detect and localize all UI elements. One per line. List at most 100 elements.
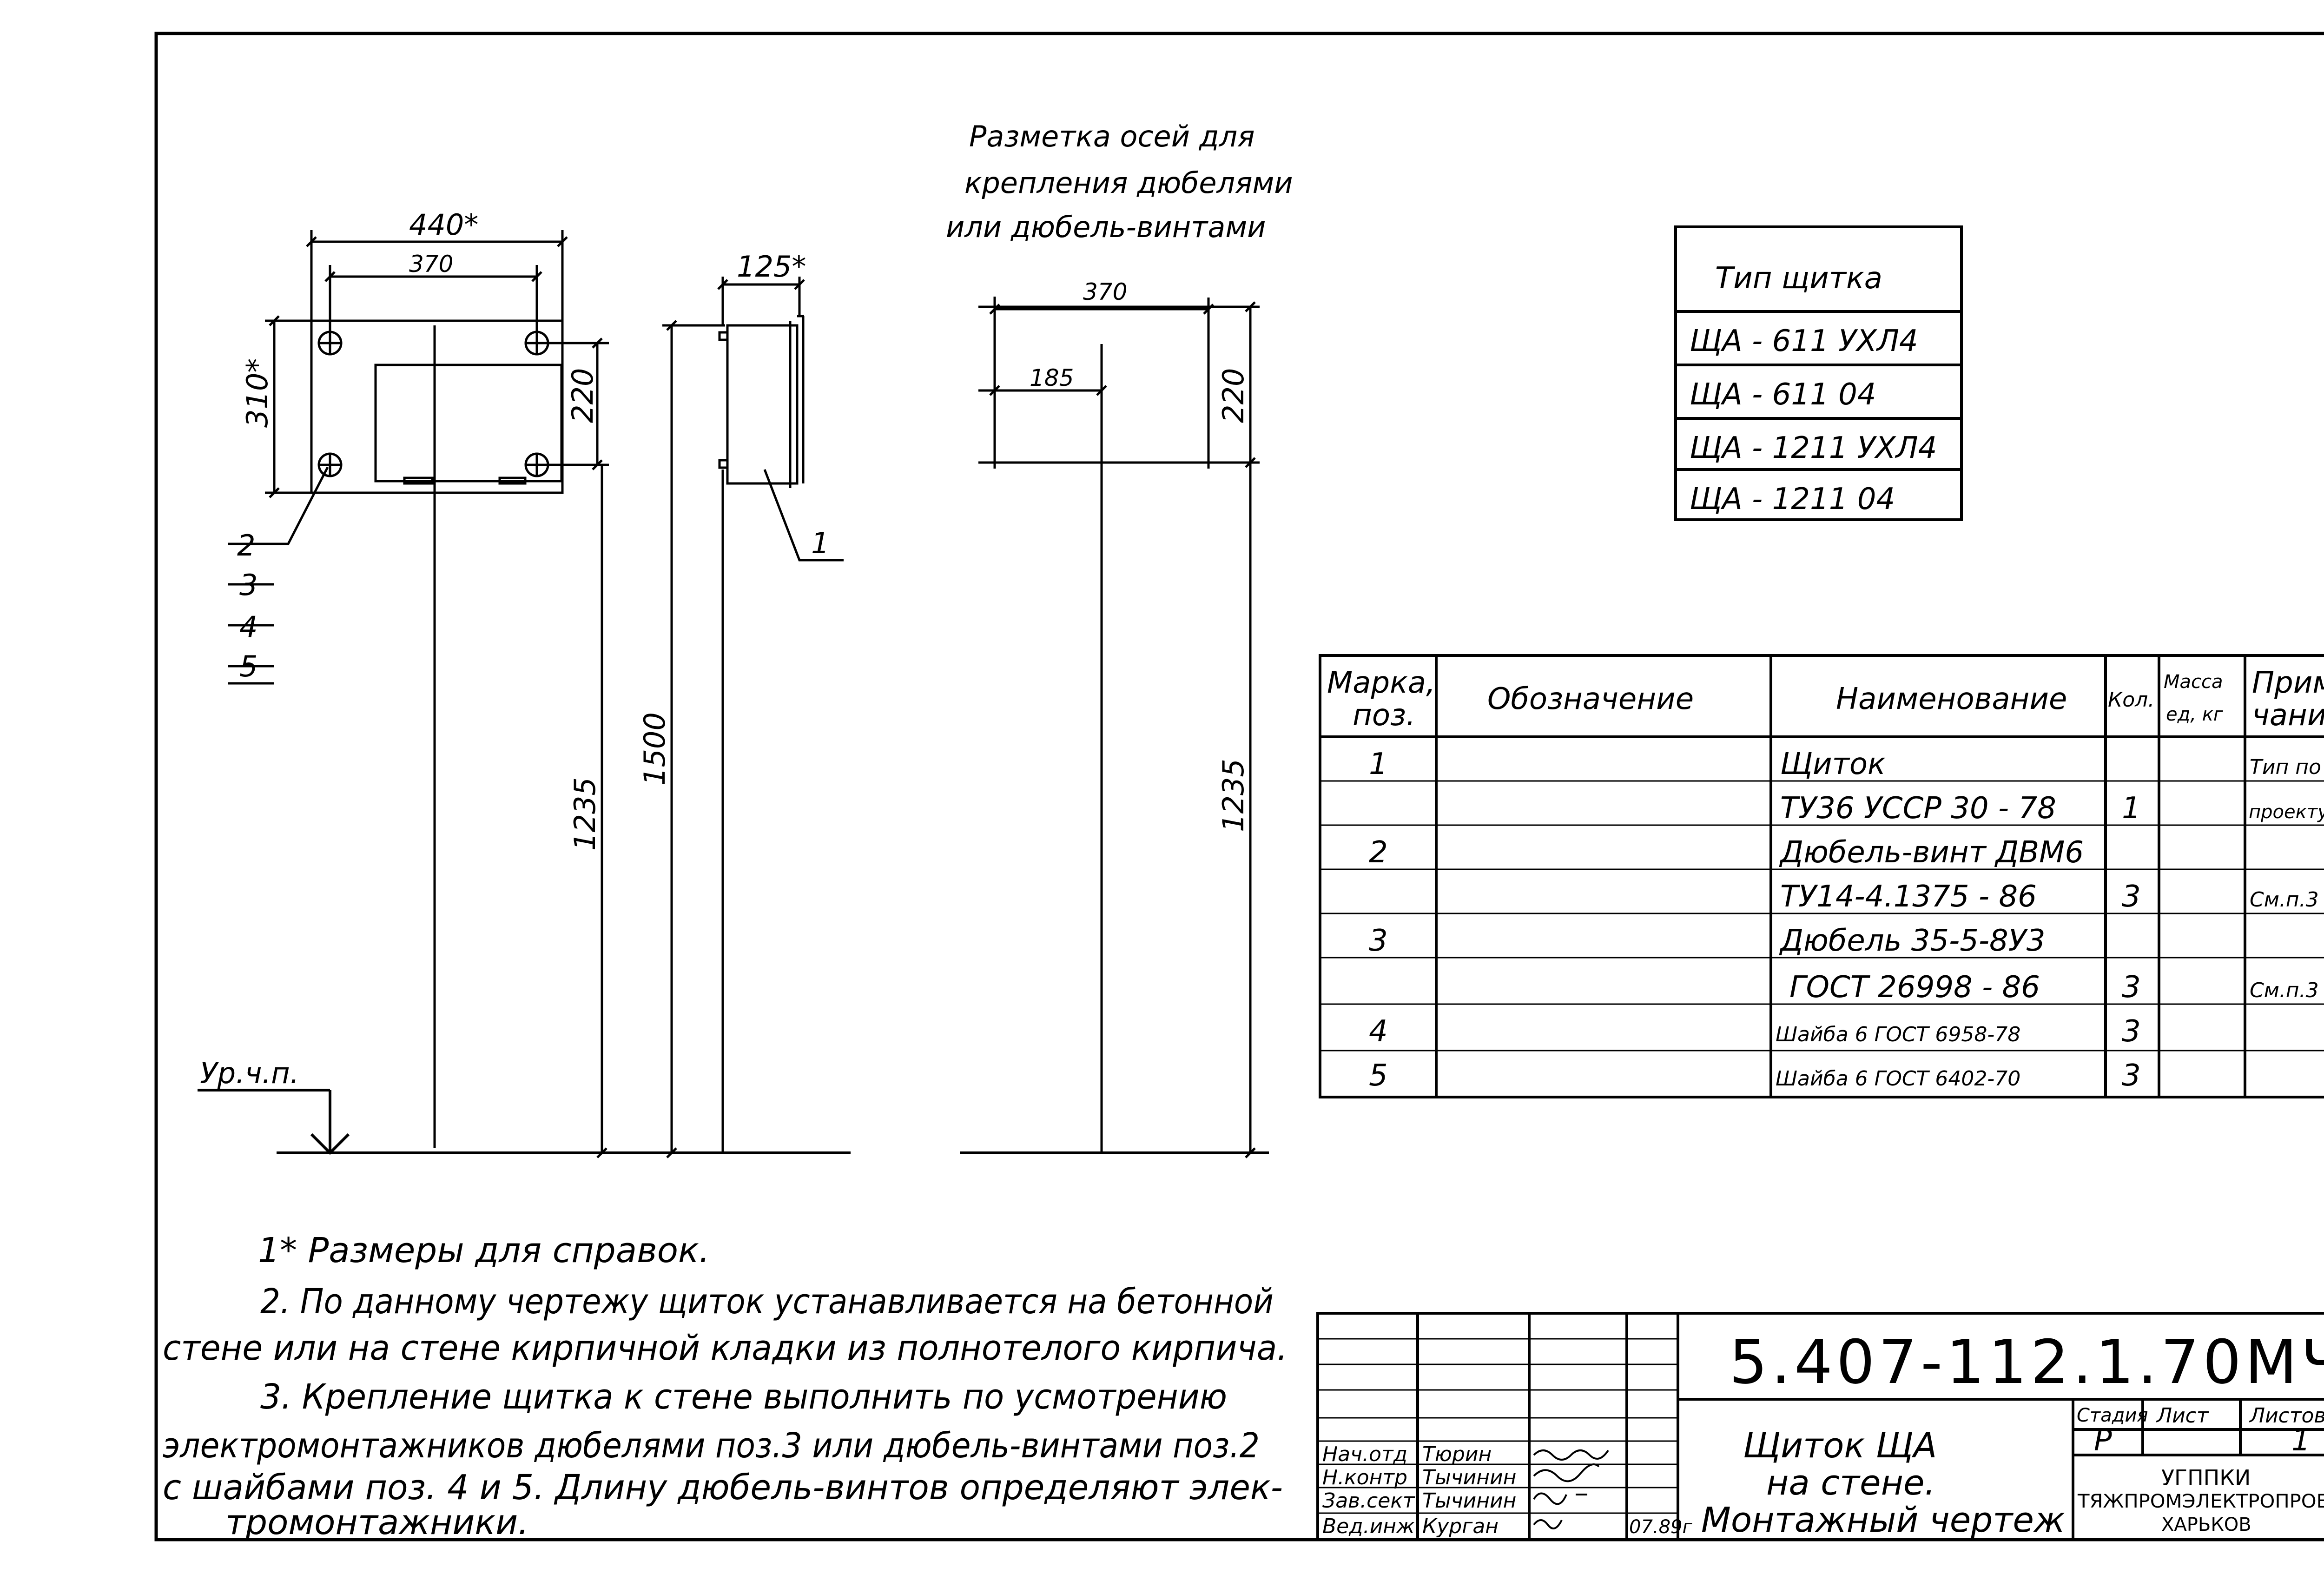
drawing-code: 5.407-112.1.70МЧ — [1729, 1327, 2324, 1397]
spec-cell-note: См.п.3 — [2250, 979, 2319, 1002]
axis-dim-370: 370 — [1083, 278, 1127, 305]
axis-dim-1235: 1235 — [1216, 759, 1250, 832]
spec-cell-name: Дюбель-винт ДВМ6 — [1779, 835, 2084, 870]
spec-cell-name: ТУ14-4.1375 - 86 — [1780, 880, 2037, 914]
mounting-hole-top-left — [317, 331, 343, 356]
title-block — [1316, 1312, 2324, 1541]
table-row: ТУ14-4.1375 - 86 3 См.п.3 — [1780, 880, 2319, 914]
staff-role: Зав.сект — [1322, 1489, 1415, 1513]
axis-dim-185: 185 — [1030, 364, 1074, 391]
dim-1500: 1500 — [638, 712, 672, 786]
floor-level-label: Ур.ч.п. — [200, 1056, 299, 1090]
spec-header-mark: Марка, — [1327, 666, 1435, 700]
sheet-label: Лист — [2156, 1404, 2209, 1428]
spec-cell-note: проекту — [2249, 801, 2324, 823]
org-line: ТЯЖПРОМЭЛЕКТРОПРОЕКТ — [2077, 1491, 2324, 1512]
spec-cell-mark: 3 — [1369, 924, 1388, 958]
spec-header-mark: поз. — [1353, 698, 1415, 733]
spec-table-row-lines — [1320, 780, 2324, 1052]
sheets-value: 1 — [2291, 1423, 2311, 1458]
sheet-frame — [154, 32, 2324, 1541]
callout-stack — [228, 583, 274, 685]
spec-cell-name: ГОСТ 26998 - 86 — [1789, 970, 2040, 1005]
note-line: стене или на стене кирпичной кладки из п… — [163, 1328, 1287, 1368]
stage-label: Стадия — [2077, 1405, 2148, 1426]
table-row: 4 Шайба 6 ГОСТ 6958-78 3 — [1369, 1014, 2141, 1049]
spec-cell-qty: 3 — [2122, 970, 2141, 1005]
callout-2: 2 — [237, 529, 255, 562]
note-line: 1* Размеры для справок. — [258, 1230, 710, 1270]
spec-table — [1319, 654, 2324, 1098]
axis-caption-line-3: или дюбель-винтами — [946, 210, 1266, 244]
title-block-grid — [1318, 1338, 1678, 1514]
spec-header-qty: Кол. — [2108, 688, 2154, 712]
spec-cell-mark: 4 — [1369, 1014, 1388, 1049]
panel-window — [374, 364, 563, 483]
callout-3: 3 — [239, 568, 257, 602]
dim-310: 310* — [240, 358, 274, 428]
signatures — [1533, 1449, 1609, 1529]
note-line: 3. Крепление щитка к стене выполнить по … — [260, 1377, 1227, 1417]
title-line: Щиток ЩА — [1743, 1426, 1937, 1466]
note-line: тромонтажники. — [225, 1502, 529, 1542]
axis-caption-line-2: крепления дюбелями — [964, 166, 1293, 200]
mounting-hole-top-right — [524, 331, 549, 356]
table-row: 2 Дюбель-винт ДВМ6 — [1369, 835, 2084, 870]
spec-header-note: чание — [2252, 698, 2324, 733]
panel-side-outline — [726, 324, 799, 485]
org-line: ХАРЬКОВ — [2161, 1514, 2251, 1535]
staff-name: Тюрин — [1422, 1442, 1492, 1466]
table-row: 3 Дюбель 35-5-8У3 — [1369, 924, 2045, 958]
spec-cell-qty: 3 — [2122, 1058, 2141, 1093]
staff-name: Тычинин — [1422, 1466, 1516, 1489]
note-line: электромонтажников дюбелями поз.3 или дю… — [163, 1426, 1260, 1466]
spec-cell-qty: 3 — [2122, 880, 2141, 914]
note-line: с шайбами поз. 4 и 5. Длину дюбель-винто… — [163, 1468, 1283, 1508]
dim-440: 440* — [409, 208, 478, 242]
spec-header-note: Приме- — [2252, 666, 2324, 700]
spec-cell-qty: 3 — [2122, 1014, 2141, 1049]
title-line: Монтажный чертеж — [1701, 1500, 2065, 1540]
dim-220-front: 220 — [566, 368, 600, 423]
table-row: 5 Шайба 6 ГОСТ 6402-70 3 — [1369, 1058, 2141, 1093]
spec-header-designation: Обозначение — [1487, 682, 1694, 716]
date: 07.89г — [1629, 1516, 1693, 1538]
spec-cell-qty: 1 — [2122, 791, 2141, 826]
spec-header-mass: Масса — [2164, 671, 2223, 693]
spec-cell-note: Тип по — [2250, 755, 2321, 779]
table-row: ГОСТ 26998 - 86 3 См.п.3 — [1789, 970, 2319, 1005]
spec-cell-name: Дюбель 35-5-8У3 — [1779, 924, 2045, 958]
panel-type-row: ЩА - 1211 УХЛ4 — [1690, 431, 1937, 465]
staff-role: Нач.отд — [1322, 1442, 1407, 1466]
panel-type-row: ЩА - 611 04 — [1690, 377, 1876, 412]
callout-5: 5 — [239, 649, 257, 683]
panel-type-row: ЩА - 1211 04 — [1690, 482, 1895, 516]
callout-1: 1 — [811, 526, 829, 560]
table-row: 1 Щиток Тип по — [1369, 747, 2321, 781]
dim-1235-front: 1235 — [568, 777, 602, 851]
spec-cell-name: Щиток — [1780, 747, 1886, 781]
callout-4: 4 — [239, 610, 257, 644]
spec-cell-name: ТУ36 УССР 30 - 78 — [1780, 791, 2056, 826]
title-line: на стене. — [1766, 1463, 1935, 1503]
sheets-label: Листов — [2249, 1404, 2324, 1428]
staff-name: Курган — [1422, 1515, 1499, 1538]
mounting-hole-bottom-right — [524, 452, 549, 477]
panel-type-row: ЩА - 611 УХЛ4 — [1690, 324, 1918, 358]
spec-header-name: Наименование — [1836, 682, 2067, 716]
staff-role: Вед.инж — [1322, 1515, 1415, 1538]
staff-role: Н.контр — [1322, 1466, 1407, 1489]
dim-125: 125* — [737, 250, 806, 284]
note-line: 2. По данному чертежу щиток устанавливае… — [260, 1282, 1274, 1322]
staff-name: Тычинин — [1422, 1489, 1516, 1513]
spec-cell-note: См.п.3 — [2250, 888, 2319, 912]
side-view — [662, 277, 844, 1153]
mounting-hole-bottom-left — [317, 452, 343, 477]
org-line: УГППКИ — [2161, 1465, 2251, 1490]
panel-type-table — [1674, 225, 1963, 521]
stage-value: Р — [2094, 1423, 2112, 1458]
spec-cell-name: Шайба 6 ГОСТ 6402-70 — [1776, 1067, 2020, 1091]
axis-dim-220: 220 — [1216, 368, 1250, 423]
axis-caption-line-1: Разметка осей для — [969, 119, 1255, 153]
